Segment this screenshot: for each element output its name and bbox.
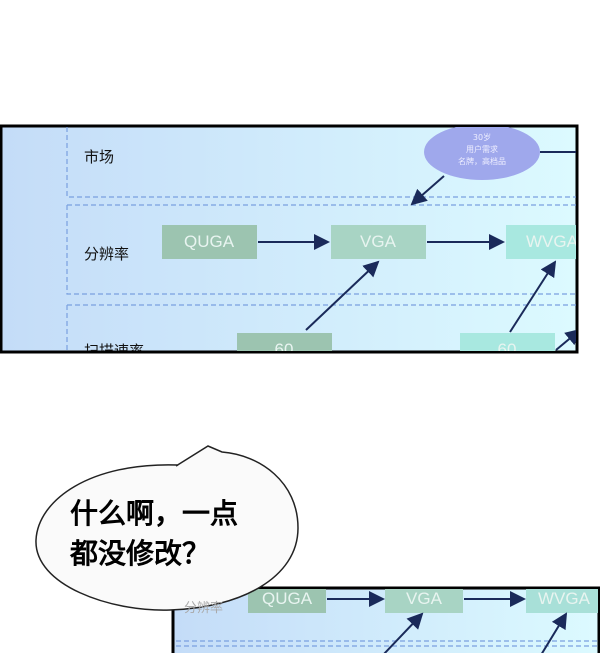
- row-label-market: 市场: [84, 148, 114, 166]
- box-label: QUGA: [184, 232, 235, 251]
- row-label-resolution: 分辨率: [184, 600, 223, 616]
- box-label: WVGA: [526, 232, 579, 251]
- box-label: WVGA: [538, 589, 591, 608]
- speech-line-1: 什么啊，一点: [70, 497, 238, 530]
- box-60: [237, 333, 332, 351]
- box-label: VGA: [406, 589, 443, 608]
- box-label: VGA: [360, 232, 397, 251]
- speech-line-2: 都没修改？: [69, 537, 210, 570]
- top-panel: 市场 分辨率 扫描速率 30岁 用户需求 名牌，高档品 QUGA VGA WVG…: [0, 124, 579, 360]
- box-quga: [162, 225, 257, 259]
- row-label-scan-rate: 扫描速率: [84, 342, 144, 360]
- speech-bubble: 什么啊，一点 都没修改？: [35, 445, 299, 611]
- box-wvga: [506, 225, 576, 259]
- bottom-panel: QUGA VGA WVGA: [171, 586, 600, 653]
- box-label: QUGA: [262, 589, 313, 608]
- row-label-resolution: 分辨率: [84, 245, 129, 263]
- ellipse-text: 名牌，高档品: [458, 156, 506, 166]
- box-label: 60: [275, 340, 294, 359]
- ellipse-text: 用户需求: [466, 144, 498, 154]
- arrows: [258, 175, 576, 351]
- ellipse-text: 30岁: [473, 132, 491, 142]
- box-label: 60: [498, 340, 517, 359]
- user-needs-ellipse: [424, 127, 540, 180]
- box-60: [460, 333, 555, 351]
- box-vga: [331, 225, 426, 259]
